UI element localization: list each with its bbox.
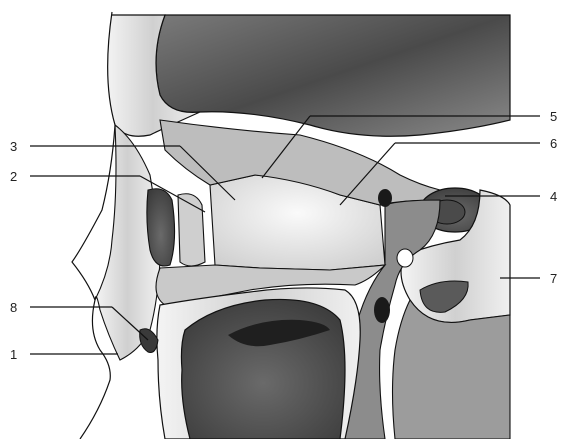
cranial-region xyxy=(156,15,510,136)
svg-text:4: 4 xyxy=(550,189,557,204)
svg-text:7: 7 xyxy=(550,271,557,286)
svg-text:3: 3 xyxy=(10,139,17,154)
nasal-profile xyxy=(0,0,115,439)
frontal-sinus xyxy=(147,189,175,266)
svg-text:2: 2 xyxy=(10,169,17,184)
foramen-spot xyxy=(378,189,392,207)
svg-text:1: 1 xyxy=(10,347,17,362)
foramen-spot xyxy=(374,297,390,323)
nasal-vestibule xyxy=(140,329,158,353)
svg-text:6: 6 xyxy=(550,136,557,151)
small-light-spot xyxy=(397,249,413,267)
svg-text:5: 5 xyxy=(550,109,557,124)
svg-text:8: 8 xyxy=(10,300,17,315)
maxillary-sinus xyxy=(181,299,345,439)
